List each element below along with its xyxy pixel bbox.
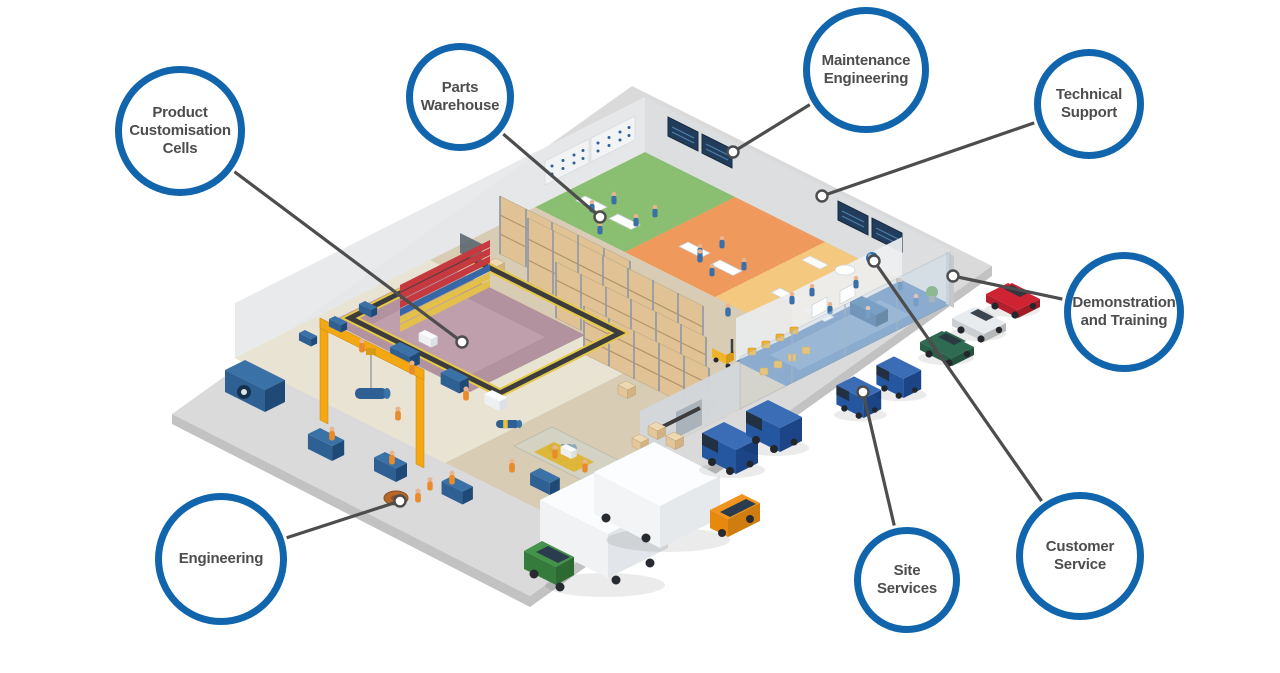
callout-label: Parts Warehouse — [420, 78, 500, 114]
callout-label: Customer Service — [1045, 537, 1115, 573]
car-red — [984, 283, 1040, 319]
callout-label: Engineering — [178, 549, 264, 567]
sofa — [801, 255, 829, 270]
callout-maintenance-engineering[interactable]: Maintenance Engineering — [803, 7, 929, 133]
callout-engineering[interactable]: Engineering — [155, 493, 287, 625]
vehicles — [524, 283, 1040, 597]
service-van-blue-2 — [874, 356, 927, 402]
callout-technical-support[interactable]: Technical Support — [1034, 49, 1144, 159]
box-truck-orange — [594, 442, 760, 552]
coil — [383, 490, 409, 506]
cnc-machine-icon — [225, 360, 285, 412]
globe-icon — [866, 252, 878, 264]
zone-maintenance-office — [535, 152, 735, 252]
callout-label: Technical Support — [1055, 85, 1123, 121]
callout-label: Maintenance Engineering — [821, 51, 911, 87]
callout-label: Site Services — [876, 561, 938, 597]
callout-demonstration-and-training[interactable]: Demonstration and Training — [1064, 252, 1184, 372]
callout-site-services[interactable]: Site Services — [854, 527, 960, 633]
zone-technical-office — [625, 197, 825, 297]
round-table — [834, 264, 856, 276]
callout-parts-warehouse[interactable]: Parts Warehouse — [406, 43, 514, 151]
callout-label: Product Customisation Cells — [129, 103, 231, 158]
callout-customer-service[interactable]: Customer Service — [1016, 492, 1144, 620]
callout-label: Demonstration and Training — [1072, 293, 1176, 329]
callout-product-customisation-cells[interactable]: Product Customisation Cells — [115, 66, 245, 196]
